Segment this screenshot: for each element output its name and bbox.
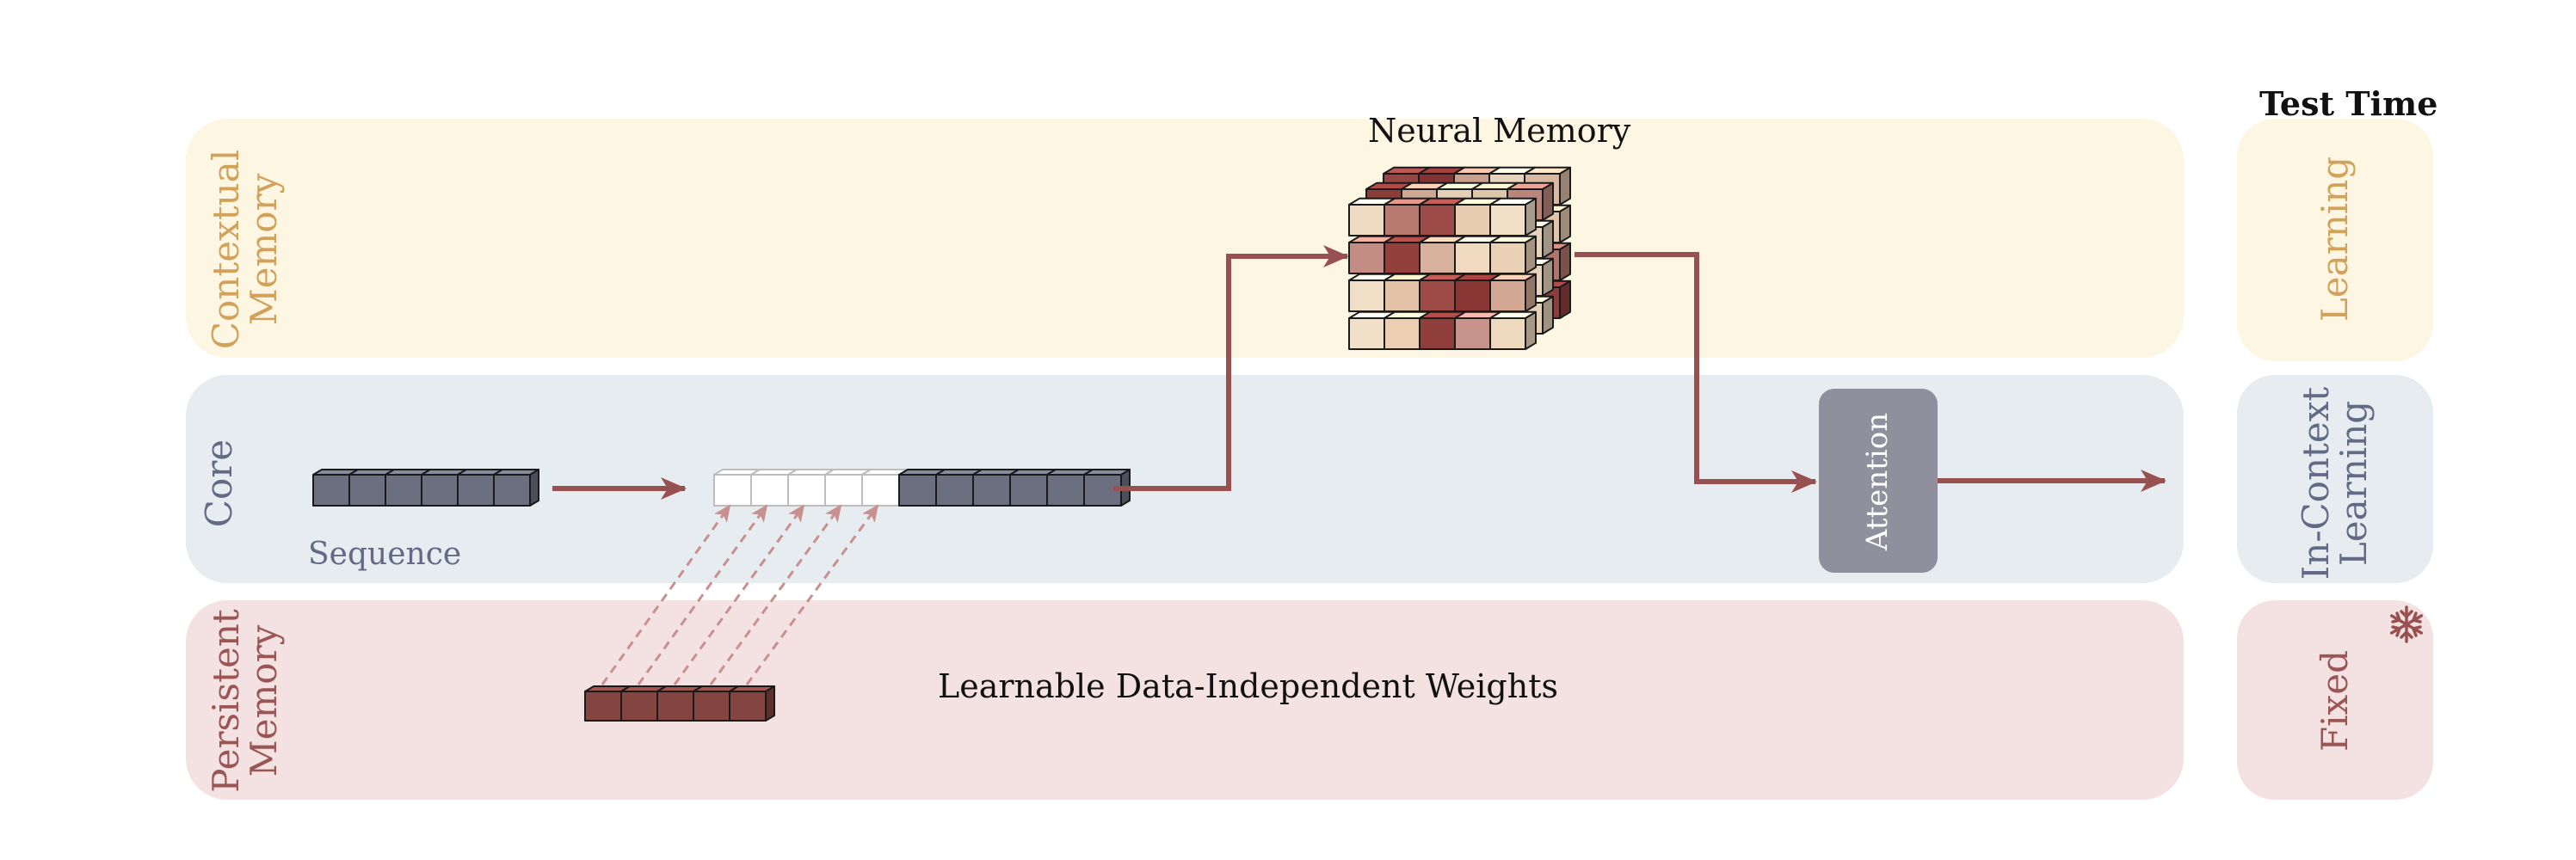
contextual-memory-band bbox=[186, 119, 2184, 358]
in-context-learning-band bbox=[2237, 375, 2433, 583]
to-neural-memory-arrow bbox=[1113, 245, 1349, 491]
sequence-tokens bbox=[312, 469, 539, 507]
neural-memory-cell bbox=[1489, 310, 1537, 350]
weight-token bbox=[729, 685, 775, 722]
fixed-band bbox=[2237, 600, 2433, 800]
test-time-header: Test Time bbox=[2259, 84, 2438, 123]
snowflake-icon bbox=[2389, 605, 2424, 643]
attention-label: Attention bbox=[1860, 412, 1895, 551]
neural-memory-cube bbox=[1348, 166, 1571, 350]
neural-memory-label: Neural Memory bbox=[1368, 112, 1631, 150]
core-label: Core bbox=[197, 439, 240, 528]
attention-block bbox=[1819, 389, 1938, 573]
sequence-token bbox=[493, 469, 539, 507]
learning-band bbox=[2237, 119, 2433, 361]
learnable-weights-label: Learnable Data-Independent Weights bbox=[938, 667, 1558, 705]
neural-memory-cell bbox=[1489, 197, 1537, 236]
weight-dashed-arrow bbox=[637, 504, 768, 685]
neural-memory-cell bbox=[1489, 235, 1537, 274]
persistent-memory-band bbox=[186, 600, 2184, 800]
weight-dashed-arrow bbox=[709, 504, 842, 685]
neural-memory-cell bbox=[1489, 273, 1537, 312]
core-band bbox=[186, 375, 2184, 583]
weights-to-slots-arrows bbox=[601, 504, 879, 685]
sequence-token bbox=[1083, 469, 1131, 507]
learnable-weights-tokens bbox=[584, 685, 775, 722]
sequence-label: Sequence bbox=[308, 537, 462, 572]
persistent-token-slots bbox=[713, 469, 909, 507]
weight-dashed-arrow bbox=[745, 504, 879, 685]
from-neural-memory-arrow bbox=[1575, 252, 1817, 493]
fixed-label: Fixed bbox=[2313, 650, 2356, 752]
weight-dashed-arrow bbox=[601, 504, 731, 685]
sequence-tokens-combined bbox=[898, 469, 1131, 507]
learning-label: Learning bbox=[2313, 156, 2356, 322]
weight-dashed-arrow bbox=[673, 504, 805, 685]
